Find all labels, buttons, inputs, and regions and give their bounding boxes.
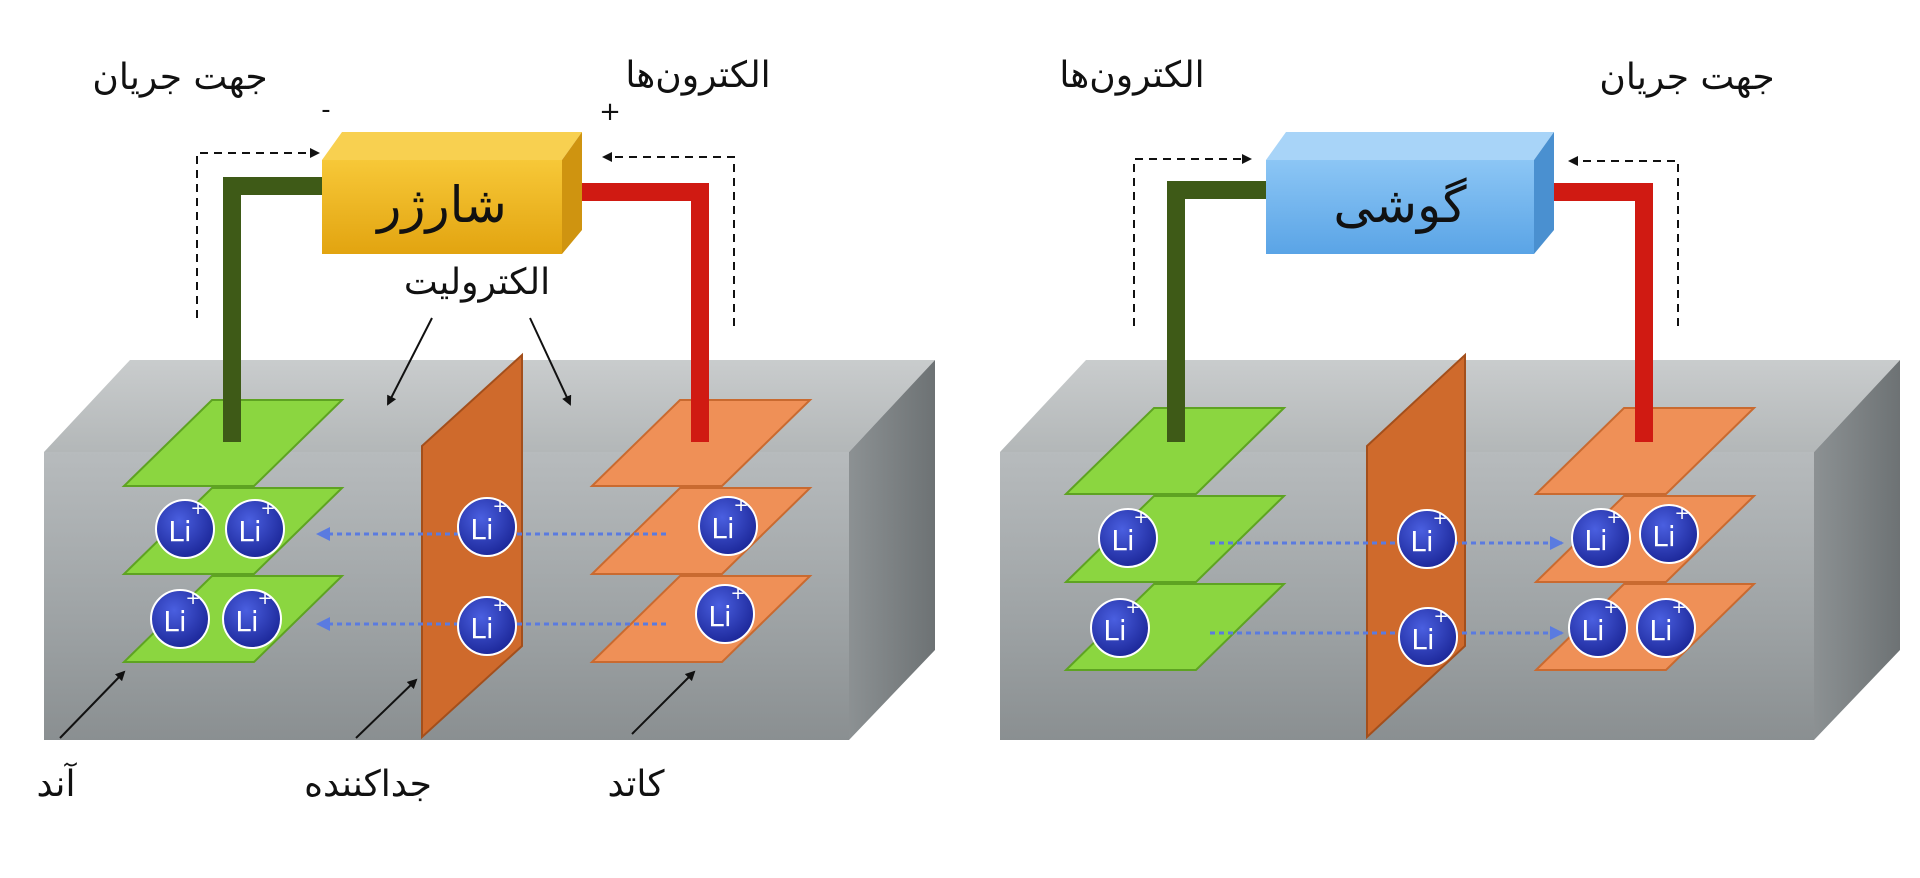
svg-text:+: +	[185, 588, 200, 609]
svg-text:Li: Li	[1411, 623, 1434, 656]
right-positive-wire	[1540, 183, 1653, 442]
svg-text:Li: Li	[1652, 520, 1675, 553]
svg-text:+: +	[190, 498, 205, 519]
svg-text:+: +	[1603, 597, 1618, 618]
li-ion: Li +	[698, 495, 758, 556]
li-ion: Li +	[150, 588, 210, 649]
electrolyte-label: الکترولیت	[404, 262, 550, 303]
cathode-label: کاتد	[607, 764, 665, 805]
li-ion: Li +	[225, 498, 285, 559]
svg-text:+: +	[1674, 503, 1689, 524]
svg-text:Li: Li	[470, 612, 493, 645]
svg-text:+: +	[1606, 507, 1621, 528]
li-ion: Li +	[457, 496, 517, 557]
svg-text:Li: Li	[1111, 524, 1134, 557]
anode-label: آند	[37, 761, 78, 805]
li-ion: Li +	[457, 595, 517, 656]
plus-sign: +	[599, 97, 621, 127]
left-negative-wire	[223, 177, 330, 442]
svg-text:+: +	[492, 595, 507, 616]
li-ion: Li +	[222, 588, 282, 649]
svg-text:+: +	[1125, 597, 1140, 618]
phone-box: گوشی	[1266, 132, 1554, 254]
left-ions: Li + Li + Li + Li + Li +	[150, 495, 758, 656]
left-positive-wire	[574, 183, 709, 442]
svg-text:Li: Li	[163, 605, 186, 638]
right-ions: Li + Li + Li + Li + Li +	[1090, 503, 1699, 667]
left-electrons-dashed-arrow	[602, 152, 735, 326]
left-current-direction-label: جهت جریان	[92, 57, 267, 98]
svg-text:+: +	[492, 496, 507, 517]
svg-text:Li: Li	[1649, 614, 1672, 647]
minus-sign: -	[321, 95, 330, 125]
li-ion: Li +	[1571, 507, 1631, 568]
svg-text:Li: Li	[1103, 614, 1126, 647]
svg-text:Li: Li	[168, 515, 191, 548]
svg-text:+: +	[1433, 606, 1448, 627]
svg-text:+: +	[733, 495, 748, 516]
li-ion: Li +	[695, 583, 755, 644]
li-ion: Li +	[1398, 606, 1458, 667]
li-ion: Li +	[1090, 597, 1150, 658]
svg-text:Li: Li	[470, 513, 493, 546]
svg-text:+: +	[260, 498, 275, 519]
electrolyte-pointer-left	[387, 317, 433, 406]
li-ion: Li +	[155, 498, 215, 559]
svg-text:+: +	[730, 583, 745, 604]
electrolyte-pointer-right	[529, 317, 572, 406]
svg-text:Li: Li	[238, 515, 261, 548]
li-ion: Li +	[1098, 507, 1158, 568]
right-current-direction-label: جهت جریان	[1599, 57, 1774, 98]
svg-text:+: +	[1671, 597, 1686, 618]
phone-label: گوشی	[1333, 176, 1466, 234]
svg-text:+: +	[1432, 508, 1447, 529]
right-negative-wire	[1167, 181, 1272, 442]
svg-text:Li: Li	[235, 605, 258, 638]
right-electrons-dashed-arrow	[1133, 154, 1252, 326]
cathode-pointer	[631, 670, 696, 735]
anode-pointer	[59, 670, 126, 739]
charger-box: شارژر	[322, 132, 582, 254]
separator-label: جداکننده	[304, 764, 432, 805]
left-electrons-label: الکترون‌ها	[625, 55, 770, 96]
right-electrons-label: الکترون‌ها	[1059, 55, 1204, 96]
li-ion: Li +	[1397, 508, 1457, 569]
li-ion: Li +	[1639, 503, 1699, 564]
svg-text:Li: Li	[1584, 524, 1607, 557]
li-ion: Li +	[1636, 597, 1696, 658]
separator-pointer	[355, 678, 418, 739]
svg-text:Li: Li	[711, 512, 734, 545]
left-current-dashed-arrow	[196, 148, 320, 318]
svg-text:Li: Li	[1581, 614, 1604, 647]
svg-text:Li: Li	[1410, 525, 1433, 558]
svg-text:+: +	[257, 588, 272, 609]
svg-text:Li: Li	[708, 600, 731, 633]
li-ion: Li +	[1568, 597, 1628, 658]
left-panel: شارژر Li + Li + Li +	[37, 55, 935, 805]
charger-label: شارژر	[374, 176, 507, 234]
svg-text:+: +	[1133, 507, 1148, 528]
right-panel: گوشی Li + Li + Li +	[1000, 55, 1900, 740]
